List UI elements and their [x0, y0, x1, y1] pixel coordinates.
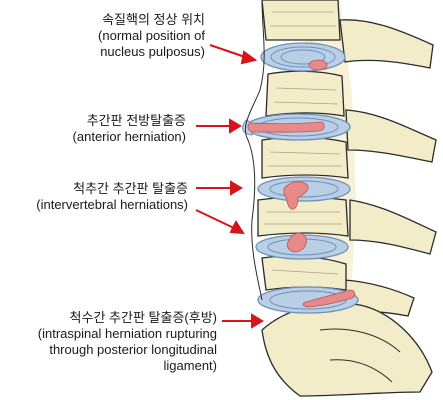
anterior-ligament [244, 0, 265, 301]
label-normal-position: 속질핵의 정상 위치 (normal position of nucleus p… [98, 12, 205, 60]
label-intraspinal-ko: 척수간 추간판 탈출증(후방) [69, 310, 217, 325]
sacrum [261, 302, 433, 397]
label-normal-ko: 속질핵의 정상 위치 [102, 12, 205, 27]
label-intervertebral-herniations: 척추간 추간판 탈출증 (intervertebral herniations) [36, 181, 188, 213]
vertebral-bodies [257, 0, 349, 291]
label-intervertebral-ko: 척추간 추간판 탈출증 [73, 181, 188, 196]
label-anterior-ko: 추간판 전방탈출증 [86, 113, 186, 128]
label-normal-en-1: (normal position of [98, 28, 205, 43]
label-intraspinal-en-3: ligament) [163, 358, 217, 373]
label-intraspinal-herniation: 척수간 추간판 탈출증(후방) (intraspinal herniation … [38, 310, 217, 374]
label-intervertebral-en-1: (intervertebral herniations) [36, 197, 188, 212]
label-anterior-en-1: (anterior herniation) [72, 129, 186, 144]
label-normal-en-2: nucleus pulposus) [100, 44, 205, 59]
label-anterior-herniation: 추간판 전방탈출증 (anterior herniation) [73, 113, 186, 145]
spinous-processes [339, 19, 437, 317]
pointer-arrows [195, 44, 264, 329]
label-intraspinal-en-1: (intraspinal herniation rupturing [37, 326, 217, 341]
intervertebral-discs [242, 42, 359, 314]
label-intraspinal-en-2: through posterior longitudinal [49, 342, 217, 357]
